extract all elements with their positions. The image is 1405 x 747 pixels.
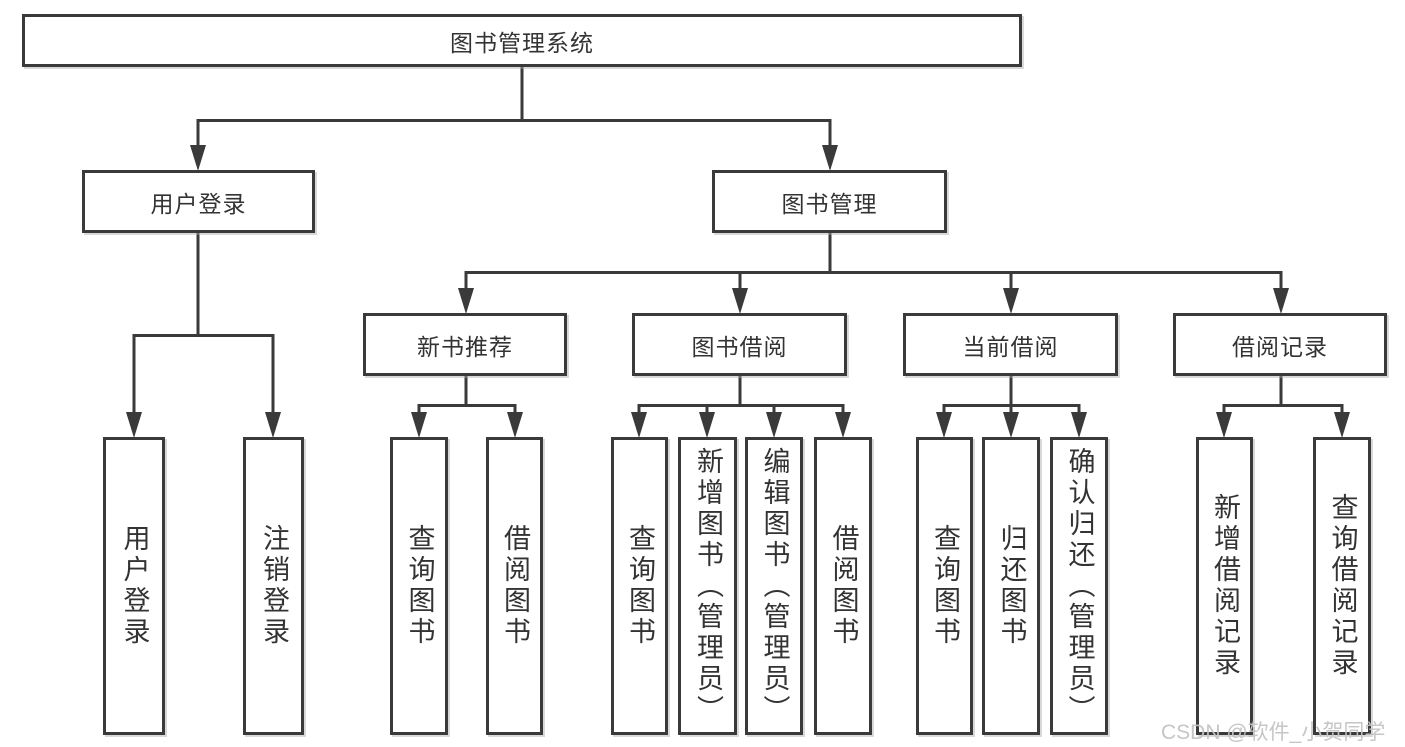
node-root: 图书管理系统 [22,14,1022,67]
node-book-management: 图书管理 [712,170,947,233]
node-leaf-logout-label: 注销登录 [259,524,289,648]
node-leaf-query-books-2: 查询图书 [611,437,668,735]
node-book-management-label: 图书管理 [781,190,878,217]
node-leaf-query-borrow-record-label: 查询借阅记录 [1327,493,1358,679]
node-new-book-recommendation: 新书推荐 [363,313,567,376]
node-new-book-recommendation-label: 新书推荐 [417,333,513,360]
node-user-login: 用户登录 [82,170,315,233]
node-leaf-confirm-return-admin-label: 确认归还（管理员） [1064,446,1095,726]
node-leaf-confirm-return-admin: 确认归还（管理员） [1050,437,1108,735]
node-leaf-add-book-admin-label: 新增图书（管理员） [693,446,723,726]
node-leaf-return-book-label: 归还图书 [996,524,1027,648]
node-leaf-add-borrow-record: 新增借阅记录 [1196,437,1253,735]
node-leaf-borrow-books-1-label: 借阅图书 [500,524,530,648]
node-leaf-query-books-2-label: 查询图书 [625,524,655,648]
node-leaf-logout: 注销登录 [243,437,304,735]
node-leaf-query-borrow-record: 查询借阅记录 [1313,437,1371,735]
node-leaf-return-book: 归还图书 [982,437,1040,735]
node-current-borrowing-label: 当前借阅 [962,333,1059,360]
node-leaf-borrow-books-2: 借阅图书 [814,437,872,735]
node-leaf-edit-book-admin-label: 编辑图书（管理员） [759,446,790,726]
node-leaf-add-book-admin: 新增图书（管理员） [678,437,737,735]
node-leaf-query-books-1: 查询图书 [390,437,448,735]
node-book-borrowing: 图书借阅 [632,313,847,376]
node-borrowing-records: 借阅记录 [1173,313,1387,376]
node-user-login-label: 用户登录 [150,190,247,217]
node-leaf-borrow-books-2-label: 借阅图书 [828,524,859,648]
node-borrowing-records-label: 借阅记录 [1232,333,1328,360]
node-book-borrowing-label: 图书借阅 [691,333,788,360]
node-leaf-edit-book-admin: 编辑图书（管理员） [745,437,803,735]
node-leaf-user-login: 用户登录 [103,437,165,735]
node-leaf-query-books-3: 查询图书 [916,437,973,735]
watermark: CSDN @软件_小贺同学 [1161,721,1386,744]
node-leaf-query-books-3-label: 查询图书 [930,524,960,648]
node-leaf-query-books-1-label: 查询图书 [404,524,435,648]
node-leaf-borrow-books-1: 借阅图书 [486,437,543,735]
node-leaf-user-login-label: 用户登录 [119,524,150,648]
node-current-borrowing: 当前借阅 [903,313,1118,376]
node-root-label: 图书管理系统 [450,29,594,56]
node-leaf-add-borrow-record-label: 新增借阅记录 [1210,493,1240,679]
